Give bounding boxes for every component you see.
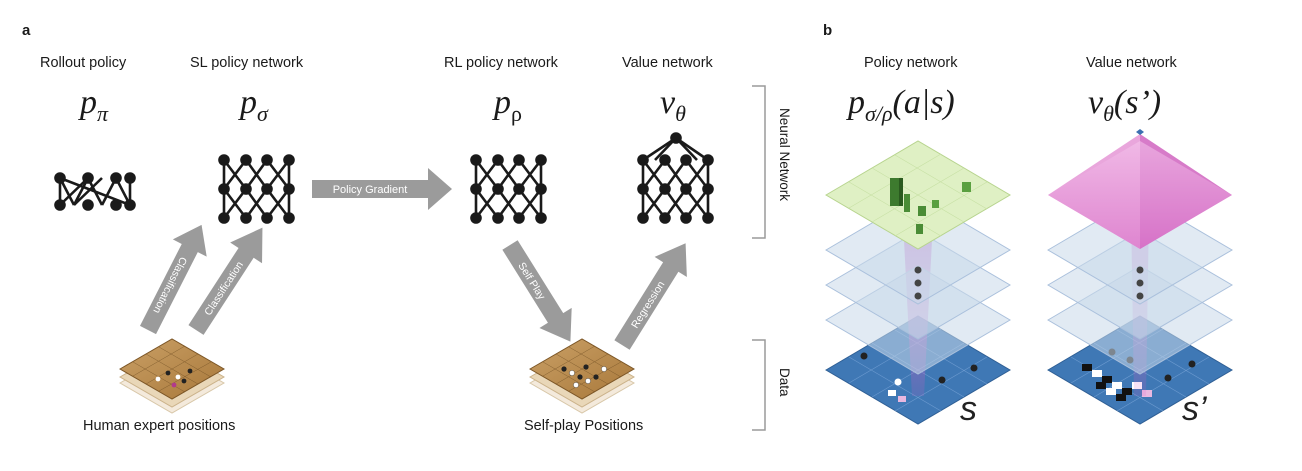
neural-network-text: Neural Network	[777, 108, 792, 201]
data-bracket	[752, 339, 766, 431]
policy-network-title: Policy network	[864, 55, 958, 71]
panel-b-graphics: s s’	[825, 129, 1233, 428]
rollout-symbol-main: p	[80, 84, 97, 121]
human-expert-positions-label: Human expert positions	[83, 418, 236, 434]
policy-formula-sub: σ/ρ	[865, 100, 893, 126]
value-state-label: s’	[1182, 390, 1207, 428]
self-play-board	[528, 338, 636, 414]
value-symbol-sub: θ	[675, 100, 686, 126]
human-expert-board	[118, 338, 226, 414]
data-text: Data	[777, 368, 792, 397]
panel-a-letter: a	[22, 22, 31, 39]
rollout-policy-label: Rollout policy	[40, 55, 127, 71]
rl-policy-network-label: RL policy network	[444, 55, 558, 71]
rl-network-graph	[470, 154, 547, 224]
sl-network-graph	[218, 154, 295, 224]
value-network-graph	[637, 132, 714, 224]
classification-right-text: Classification	[202, 259, 246, 318]
policy-formula-main: p	[848, 84, 865, 121]
self-play-positions-label: Self-play Positions	[524, 418, 644, 434]
rl-symbol: pρ	[494, 84, 522, 127]
value-network-label: Value network	[622, 55, 713, 71]
policy-formula-arg: (a|s)	[892, 84, 955, 121]
rollout-symbol: pπ	[80, 84, 108, 127]
value-symbol: vθ	[660, 84, 686, 127]
self-play-arrow: Self Play	[502, 240, 572, 342]
value-symbol-main: v	[660, 84, 676, 121]
rollout-symbol-sub: π	[97, 100, 109, 126]
rollout-network-graph	[54, 172, 136, 211]
value-formula-main: v	[1088, 84, 1104, 121]
value-output-point	[1136, 129, 1144, 135]
value-formula-arg: (s’)	[1113, 84, 1162, 121]
policy-gradient-arrow: Policy Gradient	[312, 168, 452, 210]
value-network-stack	[1047, 129, 1233, 425]
panel-b-letter: b	[823, 22, 833, 39]
rl-symbol-sub: ρ	[511, 100, 522, 126]
sl-symbol: pσ	[240, 84, 268, 127]
value-network-title: Value network	[1086, 55, 1177, 71]
policy-probability-bars	[890, 178, 971, 234]
rl-symbol-main: p	[494, 84, 511, 121]
policy-network-stack	[825, 140, 1011, 425]
policy-state-label: s	[960, 390, 977, 428]
neural-network-bracket	[752, 85, 766, 239]
panel-a-graphics: Policy Gradient Classification Classific…	[54, 85, 792, 431]
sl-policy-network-label: SL policy network	[190, 55, 304, 71]
regression-arrow: Regression	[614, 243, 687, 350]
sl-symbol-main: p	[240, 84, 257, 121]
sl-symbol-sub: σ	[257, 100, 268, 126]
policy-gradient-text: Policy Gradient	[333, 184, 408, 196]
value-formula-sub: θ	[1103, 100, 1114, 126]
policy-formula: pσ/ρ(a|s)	[848, 84, 955, 127]
value-formula: vθ(s’)	[1088, 84, 1161, 127]
